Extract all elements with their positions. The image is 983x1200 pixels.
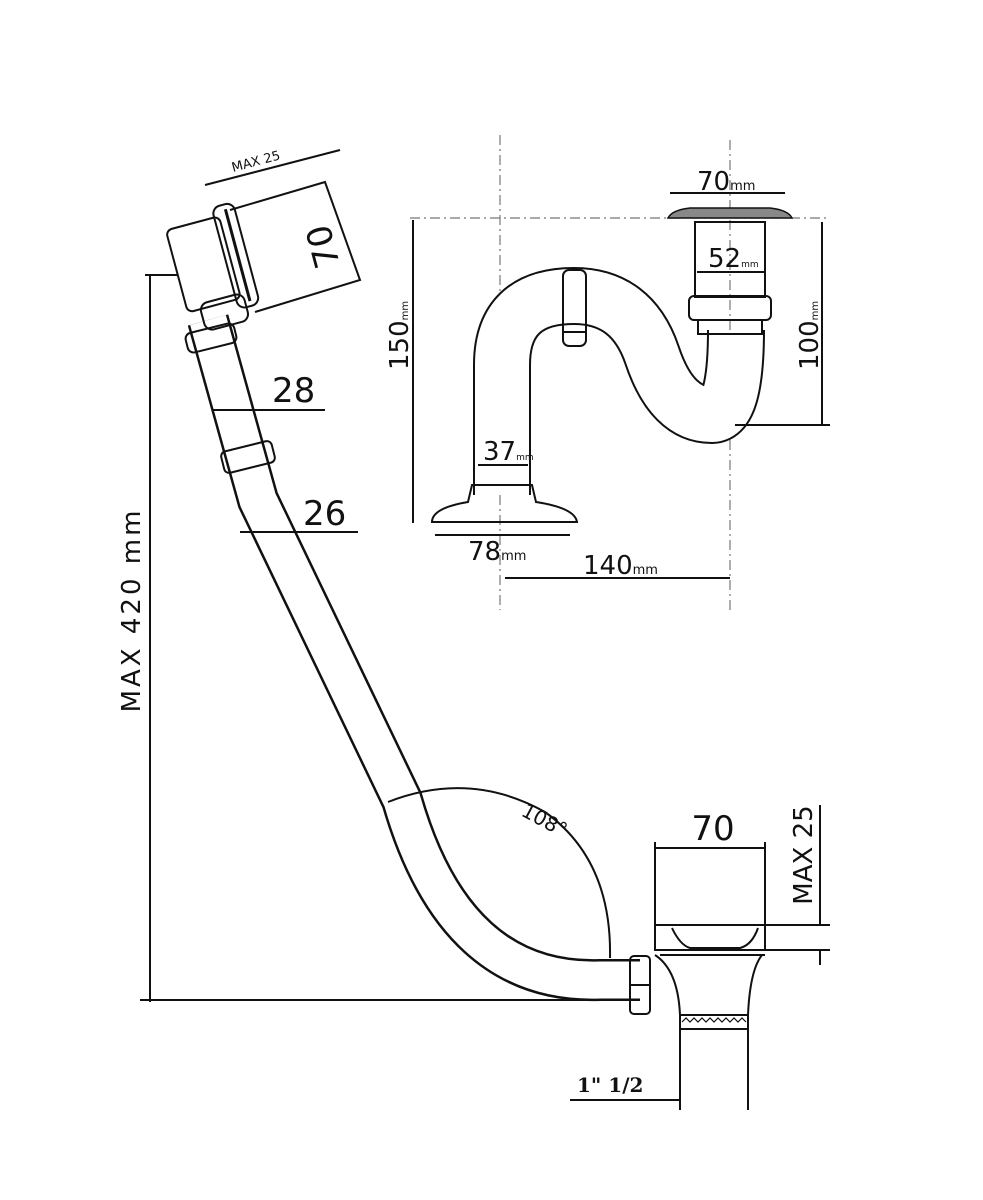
- trap-labels: 70mm 52mm 150mm 100mm 37mm 78mm 140mm: [385, 167, 825, 581]
- pipe-collar: [184, 322, 238, 354]
- height-tail-label: 100mm: [795, 301, 825, 370]
- offset-label: 140mm: [583, 551, 658, 581]
- angle-label: 108°: [518, 798, 572, 842]
- height-label: MAX 420 mm: [117, 508, 147, 713]
- thread-label: 1" 1/2: [577, 1073, 643, 1097]
- tail-diameter-label: 52mm: [708, 244, 759, 274]
- bath-waste: [629, 805, 830, 1110]
- pipe-diameter-upper-label: 28: [272, 371, 315, 411]
- pipe-diameter-label: 37mm: [483, 437, 534, 467]
- angle-arc: [387, 787, 612, 959]
- height-total-label: 150mm: [385, 301, 415, 370]
- pipe-diameter-lower-label: 26: [303, 494, 346, 534]
- waste-depth-label: MAX 25: [789, 805, 819, 904]
- pipe-nut: [220, 440, 276, 474]
- bottle-trap: [410, 135, 830, 610]
- base-diameter-label: 78mm: [468, 537, 526, 567]
- flange-diameter-label: 70mm: [697, 167, 755, 197]
- overflow-head: [166, 202, 260, 331]
- bath-waste-assembly: MAX 25 70 28 26 MAX 420 mm 108°: [117, 149, 830, 1110]
- waste-diameter-label: 70: [691, 809, 734, 849]
